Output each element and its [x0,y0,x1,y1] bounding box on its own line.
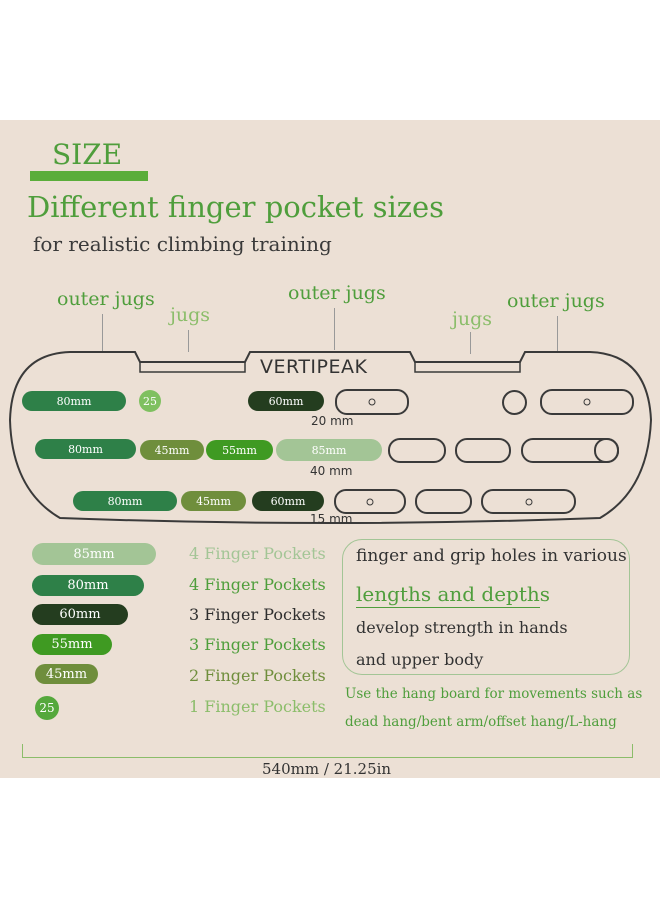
info-text: finger and grip holes in various [356,546,627,566]
page-subtitle: for realistic climbing training [33,232,332,256]
info-text: develop strength in hands [356,618,568,637]
callout-line [557,316,558,352]
dimension-label: 540mm / 21.25in [262,760,392,778]
hangboard-outline [8,351,653,524]
pocket-85mm: 85mm [276,439,382,461]
pocket-hole-round [502,390,527,415]
depth-label: 20 mm [311,414,354,428]
pocket-hole [415,489,472,514]
pocket-hole [335,389,409,415]
brand-logo: VERTIPEAK [260,356,368,378]
legend-swatch-45mm: 45mm [35,664,98,684]
usage-text: dead hang/bent arm/offset hang/L-hang [345,714,617,730]
pocket-hole [594,438,619,463]
legend-swatch-80mm: 80mm [32,575,144,596]
info-box [342,539,630,675]
legend-label: 4 Finger Pockets [189,575,326,594]
pocket-hole [334,489,406,514]
legend-label: 1 Finger Pockets [189,697,326,716]
page-title: Different finger pocket sizes [27,190,445,224]
pocket-25: 25 [139,390,161,412]
pocket-80mm: 80mm [73,491,177,511]
callout-outer-jugs-left: outer jugs [57,288,155,310]
legend-swatch-55mm: 55mm [32,634,112,655]
pocket-hole [455,438,511,463]
legend-label: 3 Finger Pockets [189,605,326,624]
pocket-hole [540,389,634,415]
legend-label: 3 Finger Pockets [189,635,326,654]
legend-swatch-25: 25 [35,696,59,720]
legend-swatch-85mm: 85mm [32,543,156,565]
legend-swatch-60mm: 60mm [32,604,128,625]
callout-line [188,330,189,352]
callout-line [334,308,335,350]
callout-line [102,314,103,352]
info-text: and upper body [356,650,484,669]
pocket-80mm: 80mm [22,391,126,411]
pocket-45mm: 45mm [181,491,246,511]
info-highlight: lengths and depths [356,582,551,606]
dimension-bar [22,744,633,758]
callout-jugs-right: jugs [452,308,493,330]
pocket-60mm: 60mm [248,391,324,411]
info-highlight-underline [356,607,540,608]
section-title: SIZE [52,138,123,171]
section-underline [30,171,148,181]
usage-text: Use the hang board for movements such as [345,686,643,702]
pocket-hole [481,489,576,514]
callout-line [470,332,471,354]
pocket-80mm: 80mm [35,439,136,459]
pocket-45mm: 45mm [140,440,204,460]
legend-label: 2 Finger Pockets [189,666,326,685]
depth-label: 40 mm [310,464,353,478]
callout-outer-jugs-center: outer jugs [288,282,386,304]
callout-outer-jugs-right: outer jugs [507,290,605,312]
depth-label: 15 mm [310,512,353,526]
pocket-55mm: 55mm [206,440,273,460]
pocket-60mm: 60mm [252,491,324,511]
pocket-hole [388,438,446,463]
callout-jugs-left: jugs [170,304,211,326]
legend-label: 4 Finger Pockets [189,544,326,563]
